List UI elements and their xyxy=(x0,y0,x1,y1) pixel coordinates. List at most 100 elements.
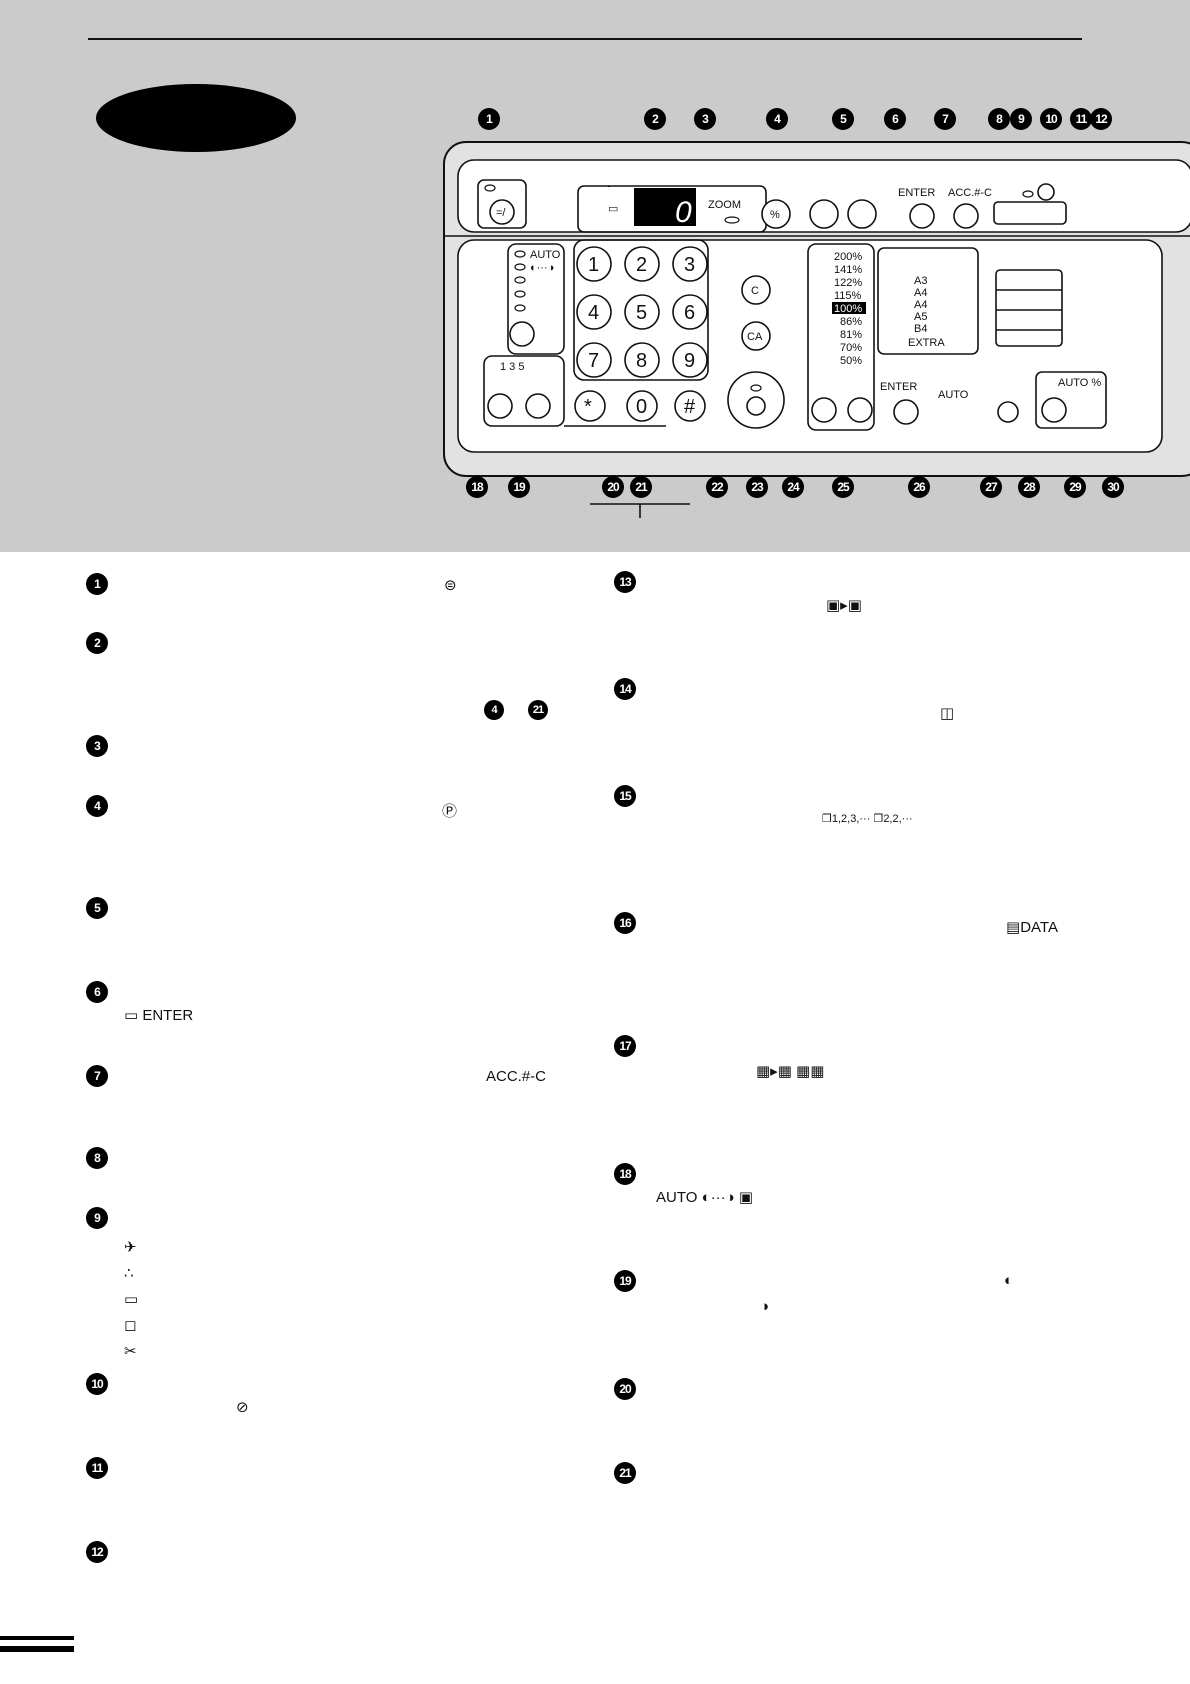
svg-text:5: 5 xyxy=(636,302,647,324)
footer-bar-bottom xyxy=(0,1646,74,1652)
paper-size-list: A3 A4 A4 A5 B4 EXTRA xyxy=(908,275,945,349)
item-7-marker: 7 xyxy=(86,1065,108,1087)
percent-key-label: % xyxy=(770,209,780,221)
callout-21: 21 xyxy=(630,476,652,498)
callout-10: 10 xyxy=(1040,108,1062,130)
callout-20: 20 xyxy=(602,476,624,498)
callout-6: 6 xyxy=(884,108,906,130)
acc-symbol: ACC.#-C xyxy=(486,1068,547,1085)
svg-text:3: 3 xyxy=(684,254,695,276)
item-1-marker: 1 xyxy=(86,573,108,595)
exposure-auto: AUTO xyxy=(530,249,561,261)
item-5-marker: 5 xyxy=(86,897,108,919)
svg-text:7: 7 xyxy=(588,350,599,372)
callout-26: 26 xyxy=(908,476,930,498)
auto-percent-label: AUTO % xyxy=(1058,377,1101,389)
callout-11: 11 xyxy=(1070,108,1092,130)
item-15-marker: 15 xyxy=(614,785,636,807)
key-1-glyph: =/ xyxy=(496,207,506,219)
density-scale: 1 3 5 xyxy=(500,361,524,373)
svg-text:A3: A3 xyxy=(914,275,927,287)
zoom-label: ZOOM xyxy=(708,199,741,211)
item-13-marker: 13 xyxy=(614,571,636,593)
callout-28: 28 xyxy=(1018,476,1040,498)
svg-text:70%: 70% xyxy=(840,342,862,354)
svg-text:6: 6 xyxy=(684,302,695,324)
developer-icon: ▭ xyxy=(124,1291,139,1308)
svg-text:*: * xyxy=(584,396,592,418)
svg-text:0: 0 xyxy=(636,396,647,418)
svg-text:4: 4 xyxy=(588,302,599,324)
item-16-marker: 16 xyxy=(614,912,636,934)
callout-7: 7 xyxy=(934,108,956,130)
svg-text:#: # xyxy=(684,396,696,418)
ref-21: 21 xyxy=(528,700,548,720)
item-14-marker: 14 xyxy=(614,678,636,700)
dark-key-icon: ◑ xyxy=(760,1298,770,1315)
item-6-marker: 6 xyxy=(86,981,108,1003)
item-3-marker: 3 xyxy=(86,735,108,757)
callout-29: 29 xyxy=(1064,476,1086,498)
control-panel-illustration: .ln { stroke:#111; stroke-width:1.6; fil… xyxy=(443,141,1190,518)
item-20-marker: 20 xyxy=(614,1378,636,1400)
svg-text:122%: 122% xyxy=(834,277,862,289)
edge-erase-icon: ▣▸▣ xyxy=(826,597,862,614)
callout-23: 23 xyxy=(746,476,768,498)
callout-30: 30 xyxy=(1102,476,1124,498)
item-19-marker: 19 xyxy=(614,1270,636,1292)
svg-text:115%: 115% xyxy=(834,290,862,302)
exposure-manual: ◐···◑ xyxy=(530,262,554,274)
misfeed-icon: ✈ xyxy=(124,1239,137,1256)
sort-icon: ❐1,2,3,··· ❐2,2,··· xyxy=(822,813,913,825)
callout-18: 18 xyxy=(466,476,488,498)
two-in-one-icon: ▦▸▦ ▦▦ xyxy=(756,1063,825,1080)
svg-text:EXTRA: EXTRA xyxy=(908,337,945,349)
enter-symbol: ▭ ENTER xyxy=(124,1007,194,1024)
top-rule xyxy=(88,38,1082,40)
svg-text:8: 8 xyxy=(636,350,647,372)
exposure-symbol: AUTO ◐···◑ ▣ xyxy=(656,1189,754,1206)
ref-4: 4 xyxy=(484,700,504,720)
svg-text:▭: ▭ xyxy=(608,203,618,215)
callout-9: 9 xyxy=(1010,108,1032,130)
light-key-icon: ◐ xyxy=(1004,1272,1014,1289)
item-9-marker: 9 xyxy=(86,1207,108,1229)
ratio-list: 200% 141% 122% 115% 100% 86% 81% 70% 50% xyxy=(832,251,866,367)
callout-25: 25 xyxy=(832,476,854,498)
footer-bar-top xyxy=(0,1636,74,1640)
callout-1: 1 xyxy=(478,108,500,130)
svg-text:2: 2 xyxy=(636,254,647,276)
percent-key-icon: Ⓟ xyxy=(442,803,458,820)
display-digit: 0 xyxy=(675,196,692,229)
callout-2: 2 xyxy=(644,108,666,130)
svg-text:200%: 200% xyxy=(834,251,862,263)
svg-text:81%: 81% xyxy=(840,329,862,341)
item-2-marker: 2 xyxy=(86,632,108,654)
enter-label-2: ENTER xyxy=(880,381,917,393)
callout-3: 3 xyxy=(694,108,716,130)
maintenance-icon: ✂ xyxy=(124,1343,137,1360)
callout-19: 19 xyxy=(508,476,530,498)
item-8-marker: 8 xyxy=(86,1147,108,1169)
acc-label: ACC.#-C xyxy=(948,187,992,199)
item-11-marker: 11 xyxy=(86,1457,108,1479)
callout-22: 22 xyxy=(706,476,728,498)
section-badge xyxy=(96,84,296,152)
item-21-marker: 21 xyxy=(614,1462,636,1484)
svg-text:86%: 86% xyxy=(840,316,862,328)
callout-8: 8 xyxy=(988,108,1010,130)
callout-4: 4 xyxy=(766,108,788,130)
callout-12: 12 xyxy=(1090,108,1112,130)
item-4-marker: 4 xyxy=(86,795,108,817)
item-12-marker: 12 xyxy=(86,1541,108,1563)
svg-text:9: 9 xyxy=(684,350,695,372)
power-save-icon: ⊘ xyxy=(236,1399,249,1416)
svg-text:B4: B4 xyxy=(914,323,927,335)
copy-key-icon: ⊜ xyxy=(444,577,457,594)
toner-icon: ∴ xyxy=(124,1265,134,1282)
clear-key-label: C xyxy=(751,285,759,297)
svg-text:A4: A4 xyxy=(914,287,927,299)
svg-text:50%: 50% xyxy=(840,355,862,367)
data-symbol: ▤DATA xyxy=(1006,919,1058,936)
enter-label: ENTER xyxy=(898,187,935,199)
